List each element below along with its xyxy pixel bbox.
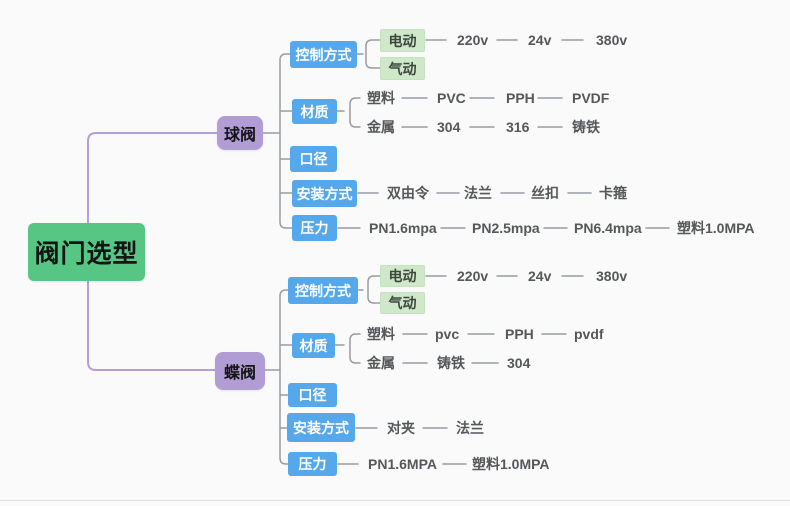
- ball-metal-304[interactable]: 304: [437, 119, 461, 135]
- ball-category-diameter[interactable]: 口径: [290, 146, 337, 172]
- ball-material-metal[interactable]: 金属: [367, 119, 395, 135]
- butterfly-voltage-24v[interactable]: 24v: [528, 268, 552, 284]
- ball-voltage-220v[interactable]: 220v: [457, 32, 489, 48]
- ball-category-pressure[interactable]: 压力: [292, 215, 337, 241]
- butterfly-plastic-pvdf[interactable]: pvdf: [574, 326, 604, 342]
- butterfly-install-flange[interactable]: 法兰: [456, 420, 484, 436]
- ball-category-material[interactable]: 材质: [292, 99, 337, 124]
- ball-voltage-24v[interactable]: 24v: [528, 32, 552, 48]
- butterfly-category-diameter[interactable]: 口径: [288, 383, 337, 407]
- ball-metal-cast-iron[interactable]: 铸铁: [572, 119, 600, 135]
- ball-category-control-method[interactable]: 控制方式: [290, 41, 357, 68]
- butterfly-voltage-380v[interactable]: 380v: [596, 268, 628, 284]
- ball-material-plastic[interactable]: 塑料: [367, 90, 395, 106]
- butterfly-category-install-method[interactable]: 安装方式: [287, 413, 355, 442]
- butterfly-category-material[interactable]: 材质: [292, 333, 335, 358]
- branch-node-butterfly-valve[interactable]: 蝶阀: [215, 352, 265, 390]
- ball-category-install-method[interactable]: 安装方式: [292, 180, 357, 207]
- butterfly-category-control-method[interactable]: 控制方式: [288, 277, 358, 304]
- ball-install-union[interactable]: 双由令: [387, 185, 429, 201]
- butterfly-install-wafer[interactable]: 对夹: [387, 420, 415, 436]
- canvas-bottom-border: [0, 500, 790, 501]
- butterfly-metal-cast-iron[interactable]: 铸铁: [437, 355, 465, 371]
- ball-pressure-plastic10[interactable]: 塑料1.0MPA: [677, 220, 755, 236]
- butterfly-valve-connectors: [264, 275, 584, 465]
- ball-plastic-pvdf[interactable]: PVDF: [572, 90, 610, 106]
- ball-voltage-380v[interactable]: 380v: [596, 32, 628, 48]
- ball-pressure-pn64[interactable]: PN6.4mpa: [574, 220, 642, 236]
- butterfly-node-pneumatic[interactable]: 气动: [380, 292, 425, 314]
- butterfly-voltage-220v[interactable]: 220v: [457, 268, 489, 284]
- butterfly-pressure-pn16[interactable]: PN1.6MPA: [368, 456, 437, 472]
- butterfly-plastic-pvc[interactable]: pvc: [435, 326, 460, 342]
- butterfly-plastic-pph[interactable]: PPH: [505, 326, 534, 342]
- ball-install-flange[interactable]: 法兰: [464, 185, 492, 201]
- branch-node-ball-valve[interactable]: 球阀: [217, 116, 263, 150]
- butterfly-material-metal[interactable]: 金属: [367, 355, 395, 371]
- ball-valve-connectors: [262, 39, 670, 229]
- ball-pressure-pn25[interactable]: PN2.5mpa: [472, 220, 540, 236]
- ball-pressure-pn16[interactable]: PN1.6mpa: [369, 220, 437, 236]
- ball-plastic-pvc[interactable]: PVC: [437, 90, 466, 106]
- ball-install-clamp[interactable]: 卡箍: [599, 185, 627, 201]
- ball-metal-316[interactable]: 316: [506, 119, 530, 135]
- ball-node-pneumatic[interactable]: 气动: [380, 57, 425, 80]
- root-node-valve-selection[interactable]: 阀门选型: [28, 223, 145, 281]
- butterfly-category-pressure[interactable]: 压力: [288, 452, 337, 476]
- ball-plastic-pph[interactable]: PPH: [506, 90, 535, 106]
- ball-install-thread[interactable]: 丝扣: [531, 185, 559, 201]
- butterfly-node-electric[interactable]: 电动: [380, 265, 425, 287]
- ball-node-electric[interactable]: 电动: [380, 29, 425, 52]
- butterfly-pressure-plastic10[interactable]: 塑料1.0MPA: [472, 456, 550, 472]
- butterfly-material-plastic[interactable]: 塑料: [367, 326, 395, 342]
- butterfly-metal-304[interactable]: 304: [507, 355, 531, 371]
